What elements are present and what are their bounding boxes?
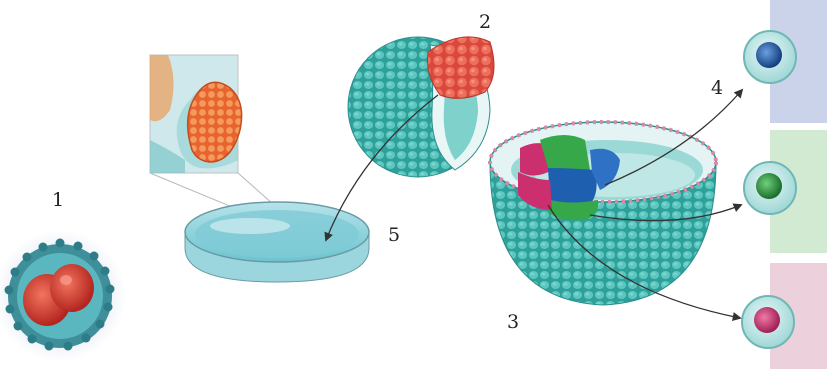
blue-cell-icon [744,31,796,83]
two-cell-embryo-icon [0,230,126,362]
sectioned-blastocyst-icon [490,122,716,305]
label-2: 2 [479,13,491,32]
label-1: 1 [52,191,64,210]
label-5: 5 [388,226,400,245]
green-cell-icon [744,162,796,214]
label-3: 3 [507,313,519,332]
pink-cell-icon [742,296,794,348]
magnified-cell-cluster-icon [150,55,242,173]
petri-dish-icon [185,202,369,282]
cut-blastocyst-icon [348,37,494,177]
label-4: 4 [711,79,723,98]
